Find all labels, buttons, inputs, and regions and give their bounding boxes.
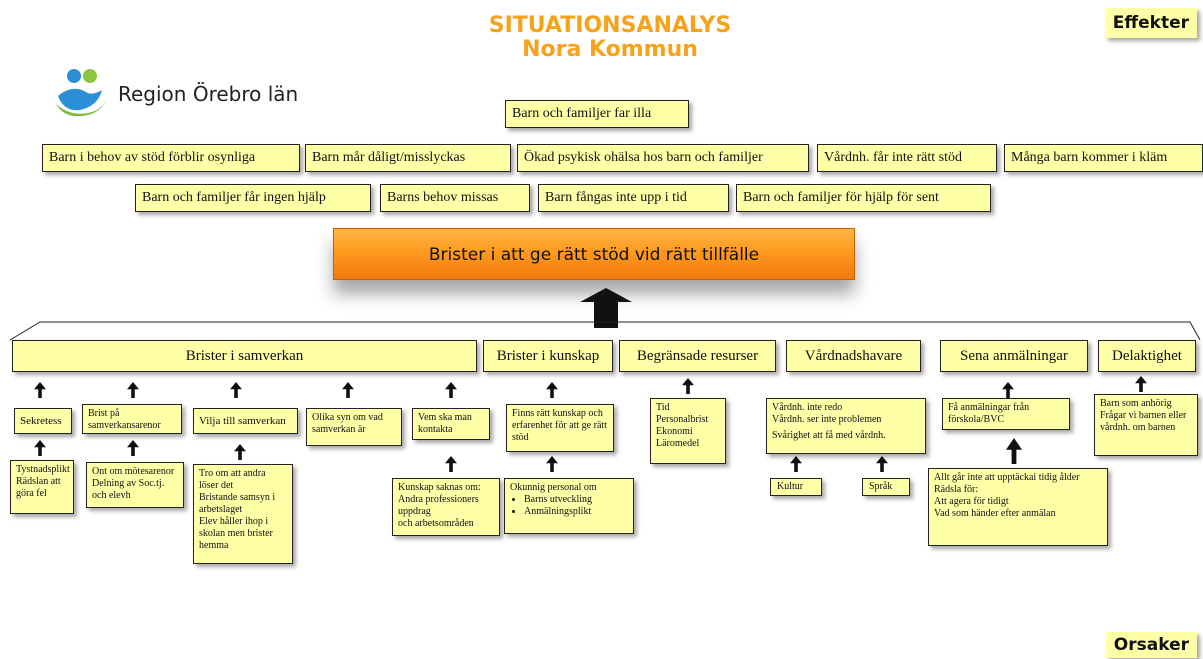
connector-arrow-icon [1006, 438, 1022, 469]
root-sekretess: Tystnadsplikt Rädslan att göra fel [10, 460, 74, 514]
connector-arrow-icon [790, 456, 802, 477]
effect-row2-1: Barn och familjer får ingen hjälp [135, 184, 371, 212]
cause-brist-arenor: Brist på samverkansarenor [82, 404, 182, 434]
effect-row2-4: Barn och familjer för hjälp för sent [736, 184, 991, 212]
category-vardnadshavare: Vårdnadshavare [786, 340, 921, 372]
effect-row2-2: Barns behov missas [380, 184, 530, 212]
orsaker-label: Orsaker [1105, 632, 1197, 658]
effekter-label: Effekter [1104, 8, 1197, 38]
root-sena: Allt går inte att upptäckai tidig ålder … [928, 468, 1108, 546]
diagram-subtitle: Nora Kommun [522, 37, 698, 62]
cause-sekretess: Sekretess [14, 408, 72, 434]
connector-arrow-icon [445, 382, 457, 403]
connector-arrow-icon [34, 440, 46, 461]
connector-arrow-icon [127, 382, 139, 403]
okunnig-heading: Okunnig personal om [510, 482, 597, 493]
effect-top: Barn och familjer far illa [505, 100, 689, 128]
region-logo-text: Region Örebro län [118, 82, 299, 106]
connector-arrow-icon [682, 378, 694, 399]
connector-arrow-icon [1002, 382, 1014, 403]
cause-olika-syn: Olika syn om vad samverkan är [306, 408, 402, 446]
category-samverkan: Brister i samverkan [12, 340, 477, 372]
category-delaktighet: Delaktighet [1098, 340, 1196, 372]
root-sprak: Språk [862, 478, 910, 496]
vardnh-inte-redo: Vårdnh. inte redo [772, 402, 843, 413]
connector-arrow-icon [876, 456, 888, 477]
category-bracket [0, 318, 1203, 347]
okunnig-item-2: Anmälningsplikt [524, 506, 628, 518]
cause-fa-anmalningar: Få anmälningar från förskola/BVC [942, 398, 1070, 430]
region-logo-icon [52, 66, 112, 118]
effect-row1-2: Barn mår dåligt/misslyckas [305, 144, 511, 172]
connector-arrow-icon [1135, 376, 1147, 397]
connector-arrow-icon [546, 456, 558, 477]
effect-row1-3: Ökad psykisk ohälsa hos barn och familje… [517, 144, 809, 172]
cause-vem-kontakta: Vem ska man kontakta [412, 408, 490, 440]
main-problem-banner: Brister i att ge rätt stöd vid rätt till… [333, 228, 855, 280]
category-resurser: Begränsade resurser [619, 340, 776, 372]
main-up-arrow-icon [580, 288, 632, 333]
cause-vardnadshavare-box: Vårdnh. inte redo Vårdnh. ser inte probl… [766, 398, 926, 454]
okunnig-list: Barns utveckling Anmälningsplikt [510, 494, 628, 518]
connector-arrow-icon [34, 382, 46, 403]
cause-delaktighet: Barn som anhörig Frågar vi barnen eller … [1094, 394, 1198, 456]
category-sena: Sena anmälningar [940, 340, 1088, 372]
effect-row1-4: Vårdnh. får inte rätt stöd [817, 144, 997, 172]
effect-row2-3: Barn fångas inte upp i tid [538, 184, 729, 212]
connector-arrow-icon [127, 440, 139, 461]
root-vilja: Tro om att andra löser det Bristande sam… [193, 464, 293, 564]
cause-vilja: Vilja till samverkan [193, 408, 298, 434]
effect-row1-1: Barn i behov av stöd förblir osynliga [42, 144, 300, 172]
root-kultur: Kultur [770, 478, 822, 496]
cause-resurser-list: Tid Personalbrist Ekonomi Läromedel [650, 398, 726, 464]
connector-arrow-icon [445, 456, 457, 477]
connector-arrow-icon [546, 382, 558, 403]
okunnig-item-1: Barns utveckling [524, 494, 628, 506]
diagram-title: SITUATIONSANALYS [488, 13, 732, 38]
connector-arrow-icon [342, 382, 354, 403]
vardnh-ser-inte: Vårdnh. ser inte problemen [772, 414, 882, 425]
category-kunskap: Brister i kunskap [483, 340, 613, 372]
effect-row1-5: Många barn kommer i kläm [1004, 144, 1203, 172]
connector-arrow-icon [230, 382, 242, 403]
root-okunnig-personal: Okunnig personal om Barns utveckling Anm… [504, 478, 634, 534]
cause-ratt-kunskap: Finns rätt kunskap och erfarenhet för at… [506, 404, 614, 452]
root-brist-arenor: Ont om mötesarenor Delning av Soc.tj. oc… [86, 462, 184, 508]
connector-arrow-icon [234, 444, 246, 465]
vardnh-svarighet: Svårighet att få med vårdnh. [772, 430, 886, 441]
root-vem-kontakta: Kunskap saknas om: Andra professioners u… [392, 478, 500, 536]
